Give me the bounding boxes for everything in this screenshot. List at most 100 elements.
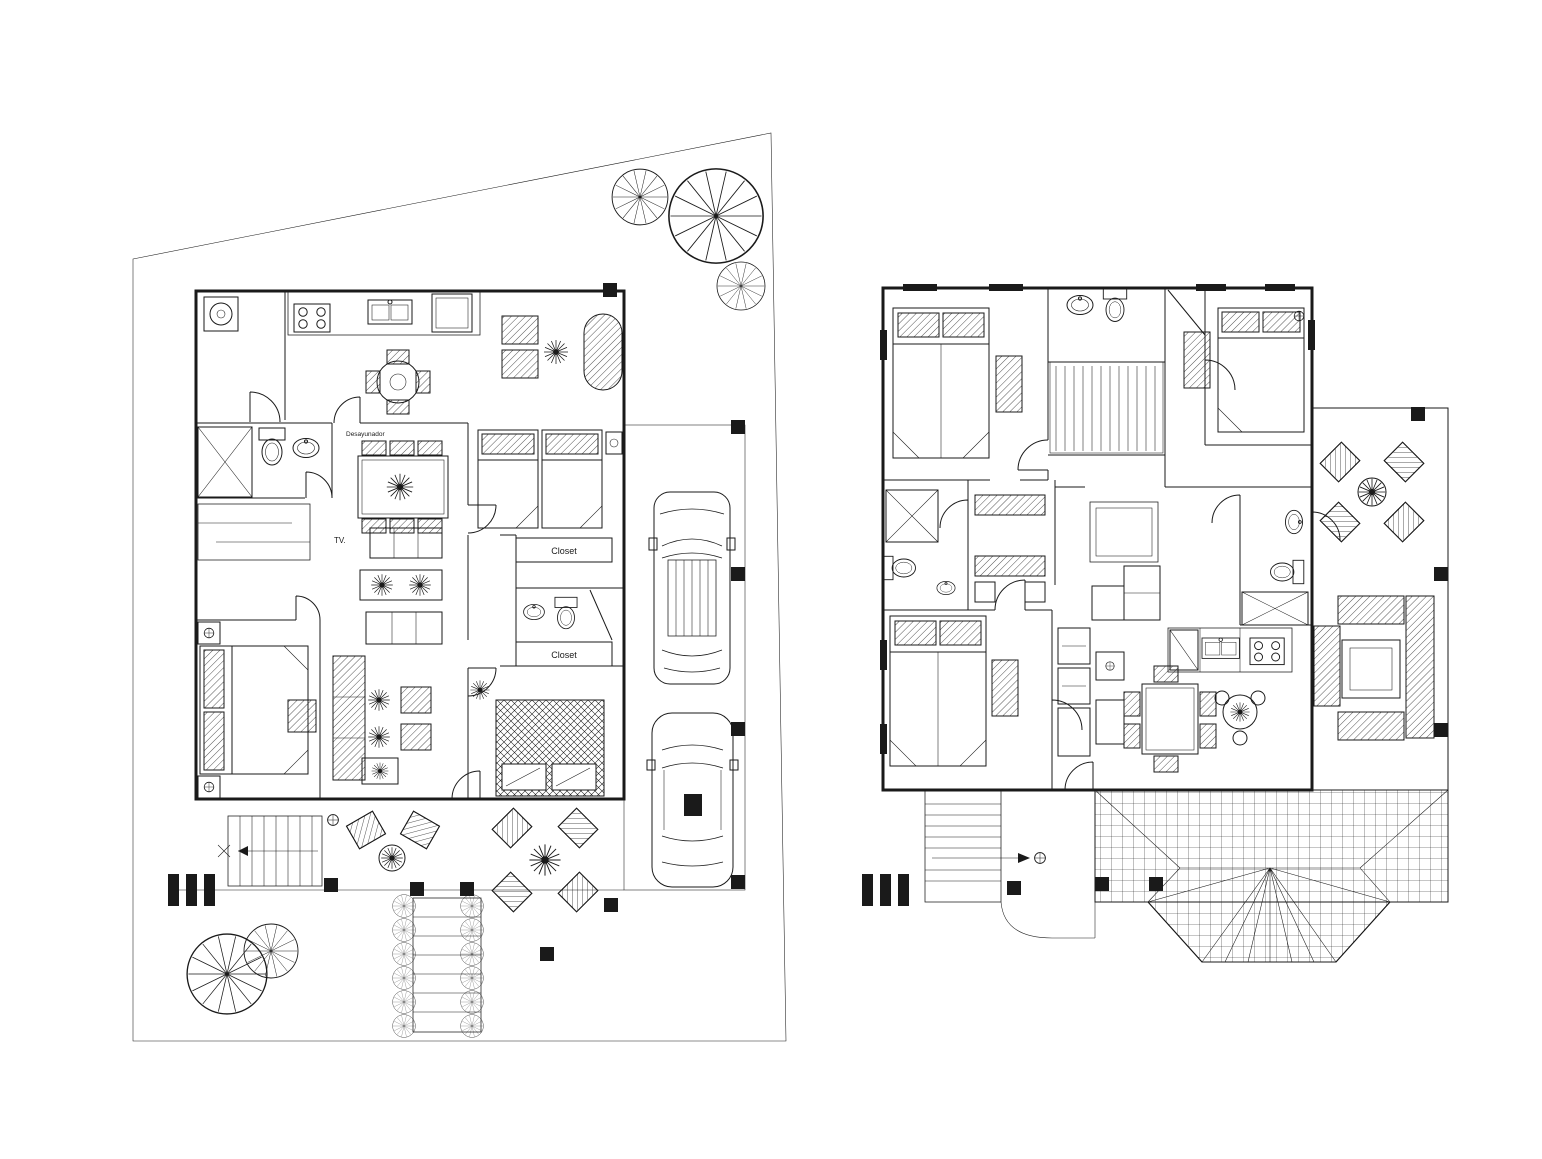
balcony-dining-set <box>1319 441 1425 543</box>
bathroom-1 <box>197 426 320 498</box>
column-icon <box>1411 407 1425 421</box>
plant-icon <box>370 573 394 597</box>
tree-icon <box>611 168 669 226</box>
patio-chair-icon <box>346 810 386 850</box>
shrub-icon <box>460 990 484 1014</box>
datum-marker-icon <box>327 814 339 826</box>
shrub-icon <box>460 918 484 942</box>
double-bed-icon <box>889 615 987 767</box>
site-boundary <box>132 132 787 1042</box>
dining-upper <box>1123 665 1266 773</box>
tree-icon <box>716 261 766 311</box>
door-swings <box>249 391 613 800</box>
toilet-icon <box>258 427 286 466</box>
desayunador-label: Desayunador <box>346 431 385 438</box>
bedroom-tr <box>1183 307 1305 433</box>
column-icon <box>603 283 617 297</box>
column-icon <box>731 722 745 736</box>
column-icon <box>460 882 474 896</box>
plant-icon <box>543 339 569 365</box>
closet-label: Closet <box>551 546 577 556</box>
bedroom-2 <box>469 680 605 797</box>
kitchen-sink-icon <box>1201 637 1240 659</box>
patio-chair-icon <box>491 871 533 913</box>
living-area <box>1057 501 1161 757</box>
bedroom-tl <box>892 307 1023 459</box>
bathroom-top <box>1066 287 1128 322</box>
side-stairs <box>217 814 339 887</box>
shrub-icon <box>392 1014 416 1038</box>
shrub-icon <box>392 918 416 942</box>
column-icon <box>1434 567 1448 581</box>
patio-chair-icon <box>1319 441 1361 483</box>
upper-floor-plan <box>862 284 1449 963</box>
sink-icon <box>936 580 956 596</box>
plant-icon <box>469 680 491 700</box>
nightstand <box>197 621 221 645</box>
front-stairs <box>392 894 484 1038</box>
closet-label: Closet <box>551 650 577 660</box>
shower-icon <box>885 489 939 543</box>
pantry-shelves <box>197 503 311 561</box>
balcony-outline <box>1312 407 1449 790</box>
side-table <box>361 757 399 785</box>
toilet-icon <box>1102 287 1128 322</box>
shrub-icon <box>460 966 484 990</box>
column-icon <box>1149 877 1163 891</box>
toilet-icon <box>881 555 916 581</box>
toilet-icon <box>554 596 578 630</box>
patio-set-1 <box>346 810 440 872</box>
ground-floor-site-plan: Desayunador TV. Closet <box>132 132 787 1042</box>
kitchen-area <box>287 290 481 415</box>
shrub-icon <box>460 1014 484 1038</box>
double-bed-icon <box>1217 307 1305 433</box>
bathroom-mid-left <box>881 489 956 596</box>
centerpiece-icon <box>1230 702 1250 722</box>
bedroom-3 <box>197 621 317 799</box>
suv-car-icon <box>648 491 736 685</box>
washer-icon <box>203 296 239 332</box>
balcony-sofa-set <box>1313 595 1435 741</box>
plant-icon <box>367 725 391 749</box>
tv-cabinet <box>1057 627 1091 665</box>
door-swings <box>939 289 1341 791</box>
sink-icon <box>1284 509 1304 535</box>
tree-icon <box>668 168 764 264</box>
shrub-icon <box>392 966 416 990</box>
kitchen-sink-icon <box>367 299 413 325</box>
terrace-roof <box>1094 789 1449 963</box>
bathroom-mid-right <box>1241 509 1309 626</box>
stove-icon <box>1249 637 1285 666</box>
plant-icon <box>367 688 391 712</box>
patio-set-2 <box>491 807 599 913</box>
lamp-icon <box>203 627 215 639</box>
patio-chair-icon <box>557 871 599 913</box>
bedroom-twin <box>477 429 623 529</box>
column-icon <box>1095 877 1109 891</box>
plant-icon <box>408 573 432 597</box>
coffee-table <box>1341 639 1401 699</box>
shower-icon <box>197 426 253 498</box>
nightstand <box>197 775 221 799</box>
shower-icon <box>1241 591 1309 626</box>
kitchen-upper <box>1167 627 1293 673</box>
column-icon <box>540 947 554 961</box>
tv-console: TV. <box>334 527 443 645</box>
interior-walls <box>883 288 1312 790</box>
lamp-icon <box>203 781 215 793</box>
closet-bottom: Closet <box>515 641 613 667</box>
tree-icon <box>186 933 268 1015</box>
columns <box>862 407 1448 906</box>
fridge-icon <box>431 293 473 333</box>
datum-marker-icon <box>1034 852 1046 864</box>
bedroom-bl <box>889 615 1019 767</box>
centerpiece-icon <box>386 473 414 501</box>
window-marks <box>880 284 1315 754</box>
plant-icon <box>371 762 389 780</box>
patio-table-icon <box>528 843 562 877</box>
sedan-car-icon <box>646 712 739 888</box>
shrub-icon <box>392 990 416 1014</box>
walkin-closet <box>974 494 1046 603</box>
patio-chair-icon <box>1383 441 1425 483</box>
planter-row <box>392 894 484 1038</box>
